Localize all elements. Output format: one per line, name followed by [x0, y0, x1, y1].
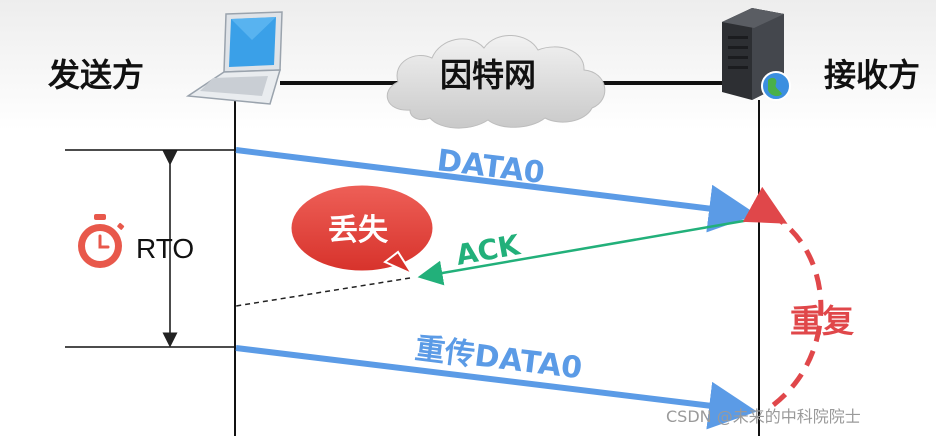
laptop-icon — [185, 11, 283, 105]
cloud-icon — [386, 35, 606, 129]
receiver-label: 接收方 — [824, 56, 920, 94]
retransmit-arrow — [235, 345, 757, 430]
server-icon — [722, 8, 791, 101]
data0-arrow — [235, 147, 757, 233]
network-label: 因特网 — [440, 56, 536, 94]
repeat-curve — [742, 186, 824, 408]
repeat-label: 重复 — [790, 302, 854, 340]
stopwatch-icon — [78, 214, 125, 268]
ack-lost-dashed-line — [235, 277, 411, 307]
data0-label: DATA0 — [435, 143, 546, 191]
lost-bubble — [288, 182, 436, 277]
sender-label: 发送方 — [48, 56, 144, 94]
rto-label: RTO — [136, 233, 194, 264]
ack-arrow — [417, 217, 756, 286]
ack-label: ACK — [453, 228, 523, 272]
watermark: CSDN @未来的中科院院士 — [666, 407, 861, 426]
lost-label: 丢失 — [328, 213, 389, 248]
